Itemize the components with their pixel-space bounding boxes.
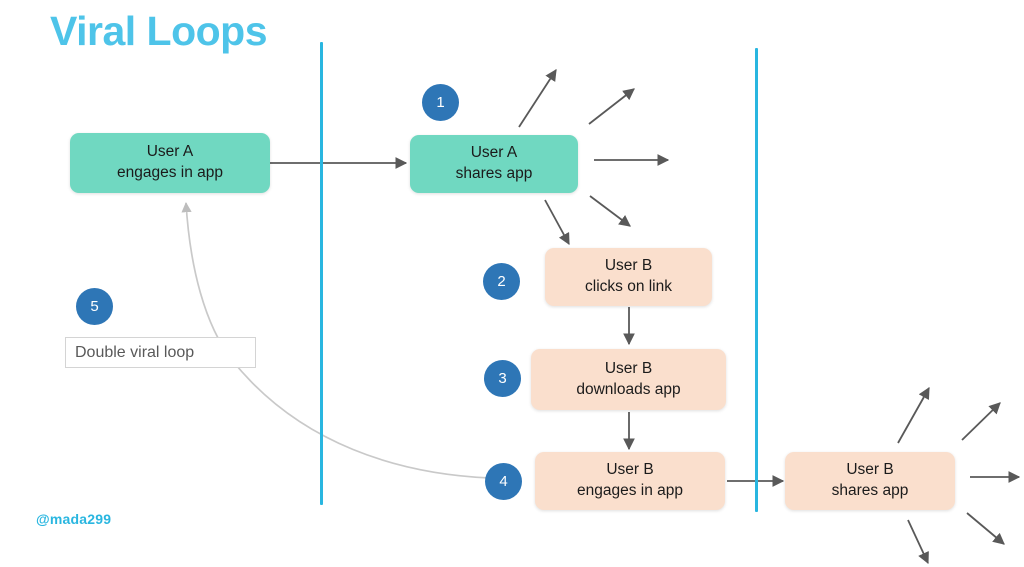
step-badge-3[interactable]: 3 bbox=[484, 360, 521, 397]
step-badge-label: 4 bbox=[499, 473, 508, 490]
node-line-1: User A bbox=[146, 143, 194, 161]
node-user-a-shares[interactable]: User A shares app bbox=[410, 135, 578, 193]
double-viral-loop-label[interactable]: Double viral loop bbox=[65, 337, 256, 368]
node-line-1: User A bbox=[470, 144, 518, 162]
step-badge-label: 2 bbox=[497, 273, 506, 290]
step-badge-label: 5 bbox=[90, 298, 99, 315]
arrow-a-shares-fan-up bbox=[518, 69, 557, 128]
node-user-b-engages[interactable]: User B engages in app bbox=[535, 452, 725, 510]
node-line-2: engages in app bbox=[576, 482, 683, 499]
node-line-2: shares app bbox=[455, 165, 533, 182]
node-line-2: engages in app bbox=[116, 164, 223, 181]
node-line-1: User B bbox=[604, 257, 653, 275]
node-line-1: User B bbox=[846, 461, 894, 479]
node-line-2: shares app bbox=[831, 482, 909, 499]
node-line-1: User B bbox=[604, 359, 653, 377]
node-line-2: clicks on link bbox=[585, 278, 672, 295]
arrow-a-shares-to-b-clicks bbox=[544, 199, 570, 246]
node-line-1: User B bbox=[606, 461, 654, 479]
double-viral-loop-text: Double viral loop bbox=[75, 343, 195, 361]
author-watermark: @mada299 bbox=[36, 511, 112, 527]
divider-right bbox=[755, 48, 758, 512]
node-user-b-clicks[interactable]: User B clicks on link bbox=[545, 248, 712, 306]
arrow-a-shares-fan-downright bbox=[589, 195, 631, 227]
arrow-a-shares-fan-upright bbox=[588, 88, 635, 125]
arrow-b-shares-fan-up bbox=[897, 386, 930, 444]
step-badge-5[interactable]: 5 bbox=[76, 288, 113, 325]
step-badge-4[interactable]: 4 bbox=[485, 463, 522, 500]
step-badge-1[interactable]: 1 bbox=[422, 84, 459, 121]
node-user-b-downloads[interactable]: User B downloads app bbox=[531, 349, 726, 410]
arrow-b-shares-fan-downright bbox=[966, 512, 1005, 545]
page-title: Viral Loops bbox=[50, 8, 268, 54]
node-line-2: downloads app bbox=[576, 380, 681, 398]
step-badge-label: 1 bbox=[436, 94, 445, 111]
divider-left bbox=[320, 42, 323, 505]
node-user-a-engages[interactable]: User A engages in app bbox=[70, 133, 270, 193]
arrow-b-shares-fan-upright bbox=[961, 402, 1001, 441]
step-badge-label: 3 bbox=[498, 370, 507, 387]
step-badge-2[interactable]: 2 bbox=[483, 263, 520, 300]
node-user-b-shares[interactable]: User B shares app bbox=[785, 452, 955, 510]
arrow-b-shares-fan-down bbox=[907, 519, 929, 565]
